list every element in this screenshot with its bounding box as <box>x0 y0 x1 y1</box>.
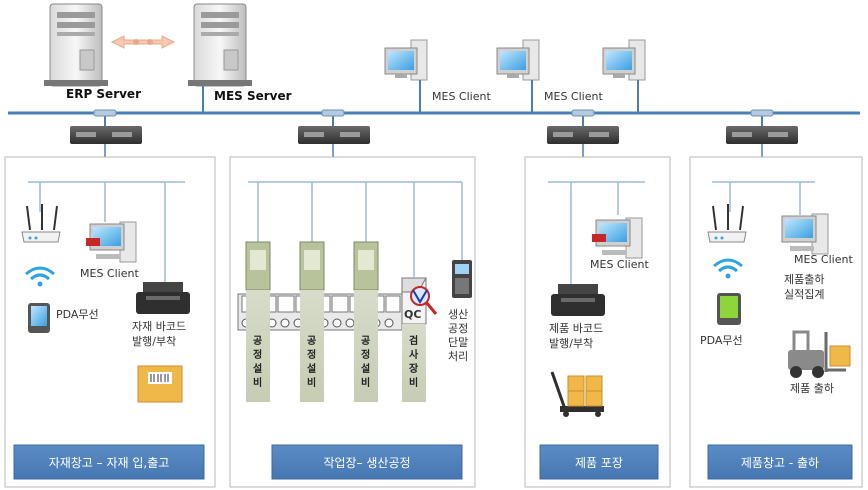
svg-text:설: 설 <box>253 362 262 375</box>
mes-client-pc-icon <box>496 39 540 81</box>
zone-production-title: 작업장– 생산공정 <box>271 444 463 480</box>
forklift-label: 제품 출하 <box>790 381 834 395</box>
zone-shipping-links <box>712 181 815 215</box>
svg-text:제품 포장: 제품 포장 <box>575 456 623 470</box>
zone-shipping-title: 제품창고 - 출하 <box>707 444 853 480</box>
top-client-label-1: MES Client <box>432 90 491 103</box>
mes-server-label: MES Server <box>214 89 292 103</box>
wifi-icon <box>713 258 743 279</box>
switch-hub-icon <box>547 109 619 144</box>
zone-warehouse-links <box>28 181 185 285</box>
barcode-printer-icon <box>136 282 190 314</box>
equipment-labels: 공 정 설 비 공 정 설 비 공 정 설 비 <box>253 335 370 389</box>
svg-text:장: 장 <box>409 362 419 375</box>
warehouse-client-label: MES Client <box>80 267 139 280</box>
zone-packing-panel <box>524 156 671 488</box>
svg-text:검: 검 <box>409 335 418 347</box>
production-terminal-icon <box>452 260 472 298</box>
pda-icon <box>717 293 741 325</box>
svg-text:사: 사 <box>409 348 419 361</box>
mes-server-icon <box>188 3 252 87</box>
packing-client-label: MES Client <box>590 258 649 271</box>
svg-text:공: 공 <box>361 335 370 347</box>
packing-printer-label-1: 제품 바코드 <box>549 322 603 335</box>
switch-hub-icon <box>70 109 142 144</box>
shipping-pda-label: PDA무선 <box>700 334 743 347</box>
zone-shipping-panel <box>689 156 863 488</box>
process-equipment-icon <box>299 241 325 402</box>
erp-server-label: ERP Server <box>66 87 141 101</box>
svg-text:정: 정 <box>307 348 316 361</box>
svg-text:단말: 단말 <box>448 336 468 349</box>
zone-packing-title: 제품 포장 <box>539 444 659 480</box>
top-client-label-2: MES Client <box>544 90 603 103</box>
pallet-boxes-icon <box>550 371 604 417</box>
terminal-labels: 생산 공정 단말 처리 <box>448 308 468 363</box>
svg-text:생산: 생산 <box>448 308 468 321</box>
svg-text:설: 설 <box>361 362 370 375</box>
wifi-icon <box>25 266 55 287</box>
svg-text:작업장– 생산공정: 작업장– 생산공정 <box>323 456 410 470</box>
qc-inspection-icon <box>401 277 438 402</box>
svg-text:제품창고 - 출하: 제품창고 - 출하 <box>741 456 819 470</box>
svg-text:공: 공 <box>253 335 262 347</box>
process-equipment-icon <box>353 241 379 402</box>
process-equipment-icon <box>245 241 271 402</box>
svg-text:공정: 공정 <box>448 322 468 335</box>
client-drop-lines <box>202 80 639 112</box>
pda-icon <box>28 303 50 333</box>
svg-text:정: 정 <box>361 348 370 361</box>
svg-text:처리: 처리 <box>448 350 468 363</box>
svg-text:공: 공 <box>307 335 316 347</box>
warehouse-printer-label-1: 자재 바코드 <box>132 320 186 333</box>
zone-production-links <box>248 181 463 277</box>
svg-text:비: 비 <box>307 376 316 389</box>
barcode-box-icon <box>137 365 183 403</box>
sync-arrow-icon <box>110 35 176 49</box>
shipping-client-label: MES Client <box>794 253 853 266</box>
mes-client-pc-icon <box>602 39 646 81</box>
wireless-router-icon <box>707 204 747 243</box>
warehouse-printer-label-2: 발행/부착 <box>132 335 176 348</box>
wireless-router-icon <box>21 204 61 243</box>
qc-label: QC <box>404 308 421 321</box>
mes-client-pc-icon <box>384 39 428 81</box>
warehouse-pda-label: PDA무선 <box>56 308 99 321</box>
forklift-icon <box>788 330 851 378</box>
erp-server-icon <box>44 3 108 87</box>
svg-text:정: 정 <box>253 348 262 361</box>
inspection-labels: 검 사 장 비 <box>409 335 419 389</box>
packing-printer-label-2: 발행/부착 <box>549 337 593 350</box>
mes-client-pc-icon <box>86 221 137 263</box>
svg-text:자재창고 – 자재 입,출고: 자재창고 – 자재 입,출고 <box>49 456 170 470</box>
switch-hub-icon <box>726 109 798 144</box>
svg-text:설: 설 <box>307 362 316 375</box>
svg-text:비: 비 <box>361 376 370 389</box>
zone-warehouse-title: 자재창고 – 자재 입,출고 <box>13 444 205 480</box>
mes-client-pc-icon <box>592 217 643 259</box>
barcode-printer-icon <box>551 284 605 316</box>
svg-text:비: 비 <box>253 376 262 389</box>
shipping-result-label-2: 실적집계 <box>784 288 824 301</box>
svg-text:비: 비 <box>409 376 418 389</box>
shipping-result-label-1: 제품출하 <box>784 272 824 286</box>
zone-packing-links <box>548 181 645 285</box>
switch-hub-icon <box>298 109 370 144</box>
mes-client-pc-icon <box>781 213 829 255</box>
